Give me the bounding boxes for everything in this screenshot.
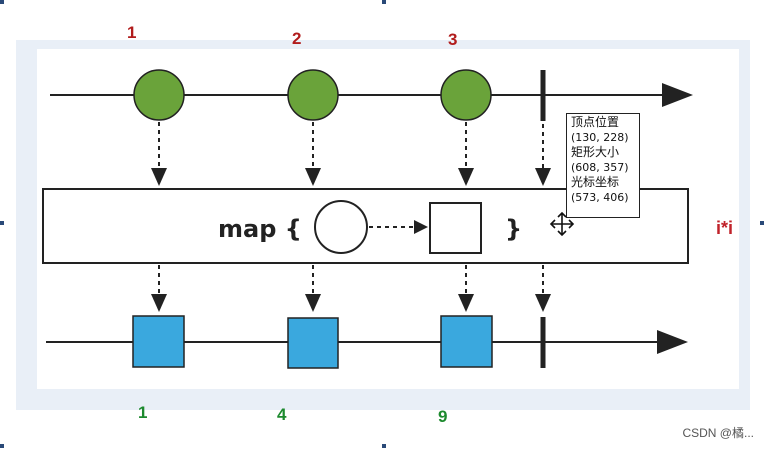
vertex-position-value: (130, 228)	[571, 131, 629, 144]
output-value-label-2: 4	[277, 405, 287, 424]
watermark: CSDN @橘...	[682, 426, 754, 440]
output-value-label-1: 1	[138, 403, 148, 422]
output-marble-3	[440, 315, 493, 368]
input-timeline-arrow-icon	[662, 83, 693, 107]
resize-handle-bottom-middle[interactable]	[382, 444, 386, 448]
input-value-label-1: 1	[127, 23, 137, 42]
formula-label: i*i	[716, 218, 734, 238]
position-tooltip: 顶点位置 (130, 228) 矩形大小 (608, 357) 光标坐标 (57…	[566, 113, 640, 218]
map-keyword: map {	[218, 215, 302, 243]
arrowhead-icon	[414, 220, 428, 234]
map-close-brace: }	[505, 215, 522, 243]
input-marble-1	[133, 69, 185, 121]
arrowhead-icon	[535, 294, 551, 312]
operator-input-circle	[314, 200, 368, 254]
vertex-position-label: 顶点位置	[571, 115, 620, 129]
output-value-label-3: 9	[438, 407, 448, 426]
cursor-coord-label: 光标坐标	[571, 175, 620, 189]
output-timeline-arrow-icon	[657, 330, 688, 354]
arrowhead-icon	[305, 168, 321, 186]
input-value-label-3: 3	[448, 30, 458, 49]
rect-size-label: 矩形大小	[571, 145, 620, 159]
resize-handle-middle-right[interactable]	[760, 221, 764, 225]
input-marble-3	[440, 69, 492, 121]
rect-size-value: (608, 357)	[571, 161, 629, 174]
arrowhead-icon	[458, 168, 474, 186]
arrowhead-icon	[535, 168, 551, 186]
arrowhead-icon	[151, 168, 167, 186]
arrowhead-icon	[151, 294, 167, 312]
resize-handle-middle-left[interactable]	[0, 221, 4, 225]
arrowhead-icon	[458, 294, 474, 312]
cursor-coord-value: (573, 406)	[571, 191, 629, 204]
arrowhead-icon	[305, 294, 321, 312]
resize-handle-top-middle[interactable]	[382, 0, 386, 4]
output-marble-2	[287, 317, 339, 369]
resize-handle-top-left[interactable]	[0, 0, 4, 4]
input-value-label-2: 2	[292, 29, 302, 48]
resize-handle-bottom-left[interactable]	[0, 444, 4, 448]
output-marble-1	[132, 315, 185, 368]
operator-output-square	[429, 202, 482, 254]
move-cursor-icon	[549, 211, 575, 237]
input-marble-2	[287, 69, 339, 121]
